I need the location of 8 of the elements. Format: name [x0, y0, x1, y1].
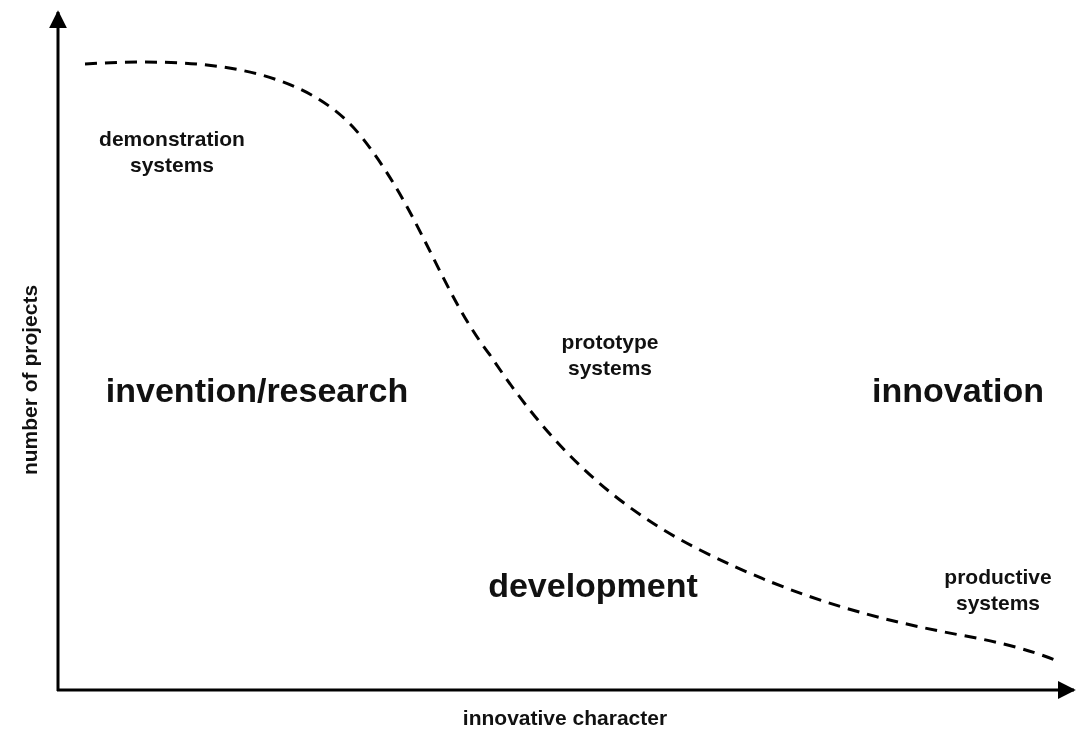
- region-label: demonstration systems: [98, 125, 246, 178]
- phase-label: development: [488, 564, 698, 606]
- axis-title: innovative character: [462, 704, 668, 731]
- region-label: productive systems: [943, 563, 1053, 616]
- phase-label: innovation: [872, 369, 1044, 411]
- phase-label: invention/research: [105, 369, 409, 411]
- axis-title: number of projects: [16, 284, 42, 476]
- region-label: prototype systems: [560, 328, 660, 381]
